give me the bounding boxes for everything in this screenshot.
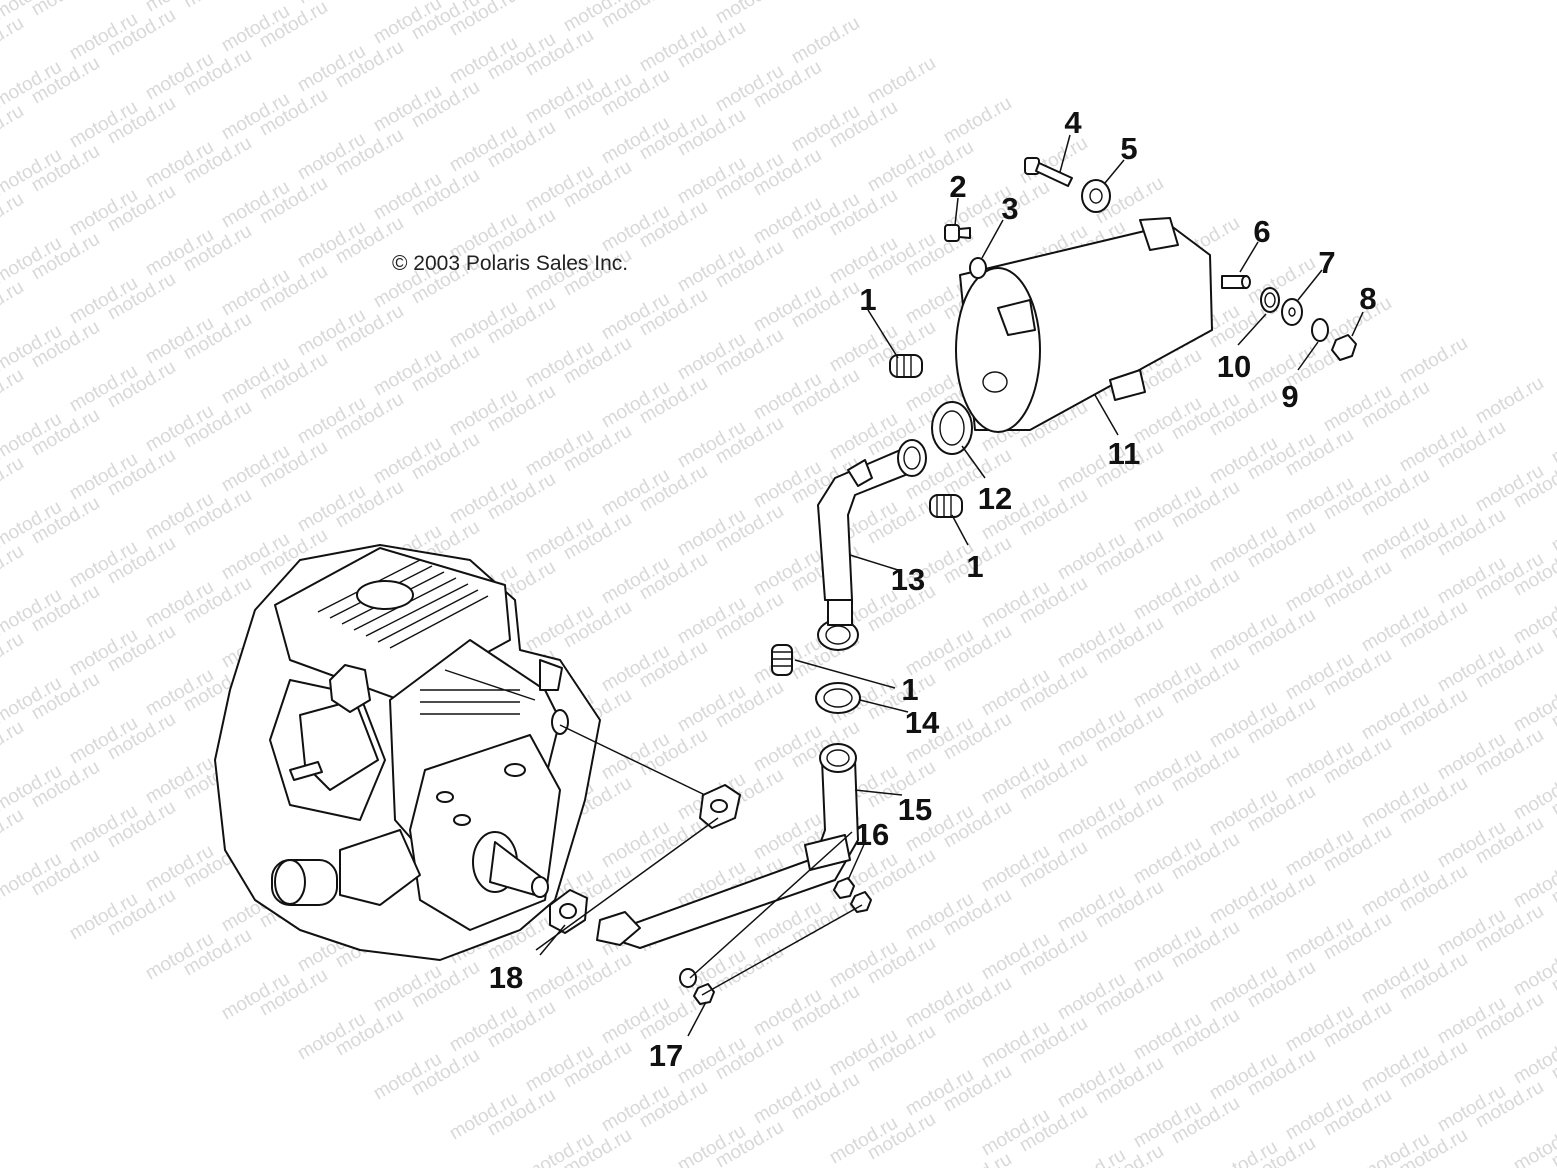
callout-washer-7: 7 <box>1318 245 1335 280</box>
callout-spring-middle: 1 <box>966 549 983 584</box>
callout-gasket-18: 18 <box>489 960 523 995</box>
watermark-text: motod.ru <box>864 53 939 109</box>
watermark-text: motod.ru <box>1054 1145 1129 1168</box>
grommet-5 <box>1081 179 1111 213</box>
watermark-text: motod.ru <box>0 629 27 685</box>
ring-10 <box>1260 287 1280 313</box>
watermark-text: motod.ru <box>1510 1121 1557 1168</box>
spring-upper <box>889 354 923 378</box>
callout-washer-17: 17 <box>649 1038 683 1073</box>
lower-exhaust-pipe <box>596 743 859 949</box>
watermark-text: motod.ru <box>940 93 1015 149</box>
callout-gasket-14: 14 <box>905 705 940 740</box>
callout-labels: 1 2 3 4 5 6 7 8 9 10 11 12 1 13 1 14 15 … <box>489 105 1377 1073</box>
watermark-text: motod.ru <box>0 101 27 157</box>
copyright-text: © 2003 Polaris Sales Inc. <box>392 252 628 275</box>
watermark-text: motod.ru <box>0 189 27 245</box>
callout-washer-3: 3 <box>1001 191 1018 226</box>
bolt-2 <box>944 224 971 242</box>
watermark-text: motod.ru <box>332 0 407 4</box>
washer-7 <box>1281 298 1303 326</box>
spring-lower <box>771 644 793 676</box>
callout-pipe-13: 13 <box>891 562 925 597</box>
nut-8 <box>1331 334 1357 361</box>
watermark-text: motod.ru <box>712 0 787 28</box>
watermark-text: motod.ru <box>940 1149 1015 1168</box>
watermark-text: motod.ru <box>180 0 255 12</box>
watermark-text: motod.ru <box>0 277 27 333</box>
callout-nut-16: 16 <box>855 817 889 852</box>
watermark-text: motod.ru <box>0 717 27 773</box>
watermark-text: motod.ru <box>0 365 27 421</box>
upper-exhaust-pipe <box>817 439 927 651</box>
callout-bolt-2: 2 <box>949 169 966 204</box>
callout-sleeve-6: 6 <box>1253 214 1270 249</box>
exhaust-gasket-lower <box>549 889 588 934</box>
watermark-text: motod.ru <box>28 0 103 20</box>
callout-spring-upper: 1 <box>859 282 876 317</box>
watermark-text: motod.ru <box>1396 333 1471 389</box>
watermark-text: motod.ru <box>1244 253 1319 309</box>
callout-nut-8: 8 <box>1359 281 1376 316</box>
watermark-text: motod.ru <box>0 453 27 509</box>
nut-16-upper <box>833 877 855 899</box>
watermark-text: motod.ru <box>0 541 27 597</box>
callout-spring-lower: 1 <box>901 672 918 707</box>
callout-washer-9: 9 <box>1281 379 1298 414</box>
muffler-gasket <box>931 401 973 455</box>
washer-3 <box>969 257 987 279</box>
engine-drawing <box>214 544 601 961</box>
watermark-text: motod.ru <box>1472 373 1547 429</box>
callout-ring-10: 10 <box>1217 349 1251 384</box>
callout-muffler-11: 11 <box>1108 436 1141 471</box>
callout-grommet-5: 5 <box>1120 131 1137 166</box>
pipe-gasket <box>815 682 861 714</box>
watermark-text: motod.ru <box>788 13 863 69</box>
sleeve-6 <box>1221 275 1251 289</box>
callout-pipe-15: 15 <box>898 792 932 827</box>
leader-lines <box>535 134 1364 1037</box>
watermark-text: motod.ru <box>1320 293 1395 349</box>
watermark-text: motod.ru <box>0 13 27 69</box>
spring-middle <box>929 494 963 518</box>
nut-16-lower <box>850 891 872 913</box>
muffler <box>955 217 1213 433</box>
washer-17-upper <box>679 968 697 988</box>
watermark-text: motod.ru <box>0 805 27 861</box>
watermark-text: motod.ru <box>1548 413 1557 469</box>
watermark-text: motod.ru <box>1548 501 1557 557</box>
bolt-4 <box>1024 157 1073 187</box>
washer-9 <box>1311 318 1329 342</box>
exhaust-gasket-upper <box>699 784 741 829</box>
callout-gasket-12: 12 <box>978 481 1012 516</box>
callout-bolt-4: 4 <box>1064 105 1082 140</box>
